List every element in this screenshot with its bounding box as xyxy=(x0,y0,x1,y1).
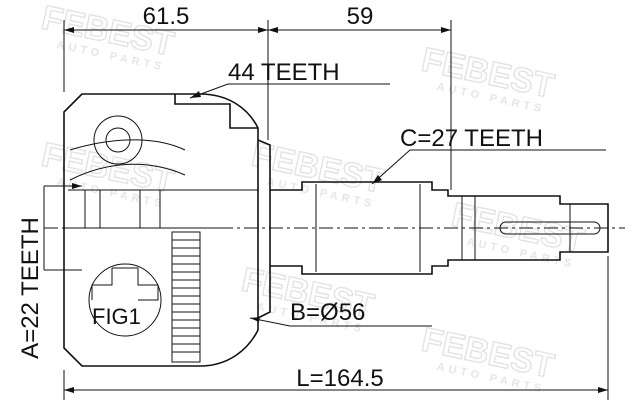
arrow-head xyxy=(64,387,74,393)
arrow-head xyxy=(598,387,608,393)
dim-right-length: 59 xyxy=(347,3,374,30)
arrow-head xyxy=(441,27,451,33)
label-figure: FIG1 xyxy=(92,304,141,329)
arrow-head xyxy=(372,175,382,184)
abs-ring-teeth xyxy=(172,239,200,353)
arrow-head xyxy=(250,317,260,322)
label-abs-diameter: B=Ø56 xyxy=(290,299,365,326)
dim-left-length: 61.5 xyxy=(143,3,190,30)
label-total-length: L=164.5 xyxy=(296,365,383,392)
arrow-head xyxy=(258,27,268,33)
cv-housing xyxy=(63,93,271,367)
arrow-head xyxy=(268,27,278,33)
arrow-head xyxy=(64,27,74,33)
label-shaft-teeth: C=27 TEETH xyxy=(400,125,543,152)
label-outer-teeth: 44 TEETH xyxy=(228,59,340,86)
arrow-head xyxy=(190,91,201,98)
arrow-head xyxy=(72,183,82,189)
dimension-lines xyxy=(43,20,609,400)
cv-shaft xyxy=(270,181,609,275)
label-inner-teeth: A=22 TEETH xyxy=(17,217,44,359)
